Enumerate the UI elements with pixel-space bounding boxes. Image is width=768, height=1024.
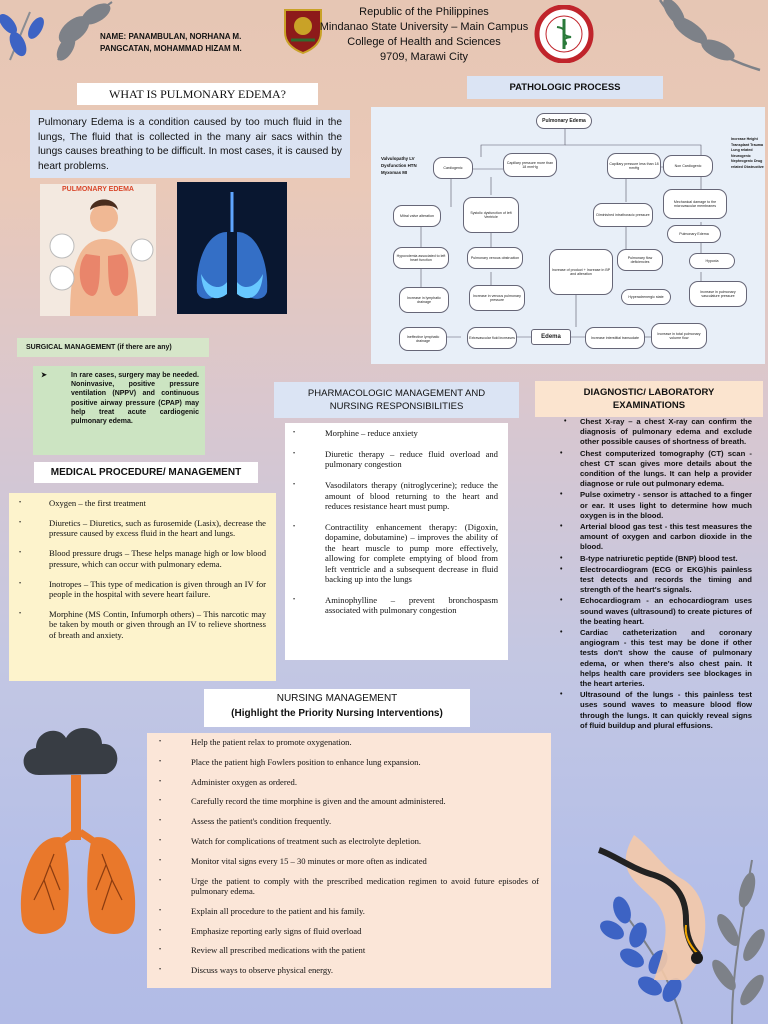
college-seal-logo bbox=[534, 5, 594, 63]
nursing-item: Assess the patient's condition frequentl… bbox=[159, 816, 539, 827]
header-line-1: Republic of the Philippines bbox=[359, 6, 489, 18]
institution-header: Republic of the Philippines Mindanao Sta… bbox=[314, 5, 534, 65]
diagnostic-item: Echocardiogram - an echocardiogram uses … bbox=[556, 596, 752, 627]
medical-item: Inotropes – This type of medication is g… bbox=[19, 579, 266, 600]
diagnostic-box: Chest X-ray – a chest X-ray can confirm … bbox=[556, 417, 756, 847]
nursing-item: Monitor vital signs every 15 – 30 minute… bbox=[159, 856, 539, 867]
flow-node-dimin: Diminished intrathoracic pressure bbox=[593, 203, 653, 227]
diagnostic-item: Chest X-ray – a chest X-ray can confirm … bbox=[556, 417, 752, 448]
diagnostic-item: Electrocardiogram (ECG or EKG)his painle… bbox=[556, 565, 752, 596]
pharma-item: Morphine – reduce anxiety bbox=[293, 428, 498, 439]
name-line-1: NAME: PANAMBULAN, NORHANA M. bbox=[100, 32, 242, 41]
flow-node-mech: Mechanical damage to the microvascular m… bbox=[663, 189, 727, 219]
flow-node-totalflow: Increase in total pulmonary volume flow bbox=[651, 323, 707, 349]
header-line-2: Mindanao State University – Main Campus bbox=[319, 21, 529, 33]
pharma-item: Contractility enhancement therapy: (Digo… bbox=[293, 522, 498, 584]
flow-node-extravas: Extravascular fluid increases bbox=[467, 327, 517, 349]
decorative-leaves-top-left bbox=[0, 1, 113, 61]
nursing-item: Place the patient high Fowlers position … bbox=[159, 757, 539, 768]
pulmonary-edema-illustration: PULMONARY EDEMA bbox=[40, 184, 156, 316]
blue-lungs-xray-image bbox=[177, 182, 287, 314]
flow-node-systolic: Systolic dysfunction of left Ventricle bbox=[463, 197, 519, 233]
nursing-title-line-2: (Highlight the Priority Nursing Interven… bbox=[231, 707, 443, 719]
pharma-item: Diuretic therapy – reduce fluid overload… bbox=[293, 449, 498, 470]
nursing-item: Carefully record the time morphine is gi… bbox=[159, 796, 539, 807]
definition-text: Pulmonary Edema is a condition caused by… bbox=[30, 110, 350, 178]
nursing-item: Help the patient relax to promote oxygen… bbox=[159, 737, 539, 748]
pharma-item: Aminophylline – prevent bronchospasm ass… bbox=[293, 595, 498, 616]
nursing-item: Administer oxygen as ordered. bbox=[159, 777, 539, 788]
person-lungs-icon bbox=[49, 199, 154, 316]
flow-node-interst: Increase interstitial transudate bbox=[585, 327, 645, 349]
nursing-item: Review all prescribed medications with t… bbox=[159, 945, 539, 956]
nursing-management-title: NURSING MANAGEMENT (Highlight the Priori… bbox=[204, 689, 470, 727]
surgical-management-box: ➤ In rare cases, surgery may be needed. … bbox=[33, 366, 205, 455]
lungs-with-cloud-illustration bbox=[20, 727, 136, 934]
nursing-management-box: Help the patient relax to promote oxygen… bbox=[147, 733, 551, 988]
pathologic-flowchart: Pulmonary Edema Valvulopathy LV Dysfunct… bbox=[371, 107, 765, 364]
flow-node-venous: Pulmonary venous obstruction bbox=[467, 247, 523, 269]
pharmacologic-title: PHARMACOLOGIC MANAGEMENT AND NURSING RES… bbox=[274, 382, 519, 418]
flow-node-lymph: Increase in lymphatic drainage bbox=[399, 287, 449, 313]
medical-procedure-title: MEDICAL PROCEDURE/ MANAGEMENT bbox=[34, 462, 258, 483]
nursing-item: Watch for complications of treatment suc… bbox=[159, 836, 539, 847]
definition-title: WHAT IS PULMONARY EDEMA? bbox=[77, 83, 318, 105]
flow-causes: Valvulopathy LV Dysfunction HTN Myxomas … bbox=[381, 156, 417, 175]
flow-node-cardiogenic: Cardiogenic bbox=[433, 157, 473, 179]
surgical-management-text: In rare cases, surgery may be needed. No… bbox=[71, 372, 199, 426]
diagnostic-item: Ultrasound of the lungs - this painless … bbox=[556, 690, 752, 731]
nursing-item: Discuss ways to observe physical energy. bbox=[159, 965, 539, 976]
name-line-2: PANGCATAN, MOHAMMAD HIZAM M. bbox=[100, 43, 242, 53]
illustration-caption: PULMONARY EDEMA bbox=[62, 186, 134, 193]
diagnostic-item: B-type natriuretic peptide (BNP) blood t… bbox=[556, 554, 752, 564]
flow-node-edema: Edema bbox=[531, 329, 571, 345]
diagnostic-item: Cardiac catheterization and coronary ang… bbox=[556, 628, 752, 689]
flow-node-noncardiogenic: Non Cardiogenic bbox=[663, 155, 713, 177]
flow-node-hypo: Hypovolemia associated to left heart fun… bbox=[393, 247, 449, 269]
flow-node-ineff: Ineffective lymphatic drainage bbox=[399, 327, 447, 351]
flow-node-vasc: Increase in pulmonary vasculature pressu… bbox=[689, 281, 747, 307]
flow-node-root: Pulmonary Edema bbox=[536, 113, 592, 129]
flow-node-flowdef: Pulmonary flow deficiencies bbox=[617, 249, 663, 271]
nursing-item: Emphasize reporting early signs of fluid… bbox=[159, 926, 539, 937]
diagnostic-title: DIAGNOSTIC/ LABORATORY EXAMINATIONS bbox=[535, 381, 763, 417]
arrow-bullet-icon: ➤ bbox=[41, 372, 47, 379]
flow-noncardio-causes: Increase Height Transplant Trauma Lung r… bbox=[731, 137, 764, 169]
flow-node-cap-less: Capillary pressure less than 18 mmHg bbox=[607, 153, 661, 179]
nursing-item: Urge the patient to comply with the pres… bbox=[159, 876, 539, 897]
flow-node-mitral: Mitral valve alteration bbox=[393, 205, 441, 227]
pharmacologic-box: Morphine – reduce anxiety Diuretic thera… bbox=[285, 423, 508, 660]
medical-item: Diuretics – Diuretics, such as furosemid… bbox=[19, 518, 266, 539]
nursing-item: Explain all procedure to the patient and… bbox=[159, 906, 539, 917]
medical-procedure-box: Oxygen – the first treatment Diuretics –… bbox=[9, 493, 276, 681]
nursing-title-line-1: NURSING MANAGEMENT bbox=[276, 693, 398, 704]
flow-node-hyperadr: Hyperadrenergic state bbox=[621, 289, 671, 305]
pharma-item: Vasodilators therapy (nitroglycerine); r… bbox=[293, 480, 498, 511]
flow-node-pulm-edema: Pulmonary Edema bbox=[667, 225, 721, 243]
medical-item: Morphine (MS Contin, Infumorph others) –… bbox=[19, 609, 266, 640]
medical-item: Blood pressure drugs – These helps manag… bbox=[19, 548, 266, 569]
flow-node-hypoxia: Hypoxia bbox=[689, 253, 735, 269]
diagnostic-item: Chest computerized tomography (CT) scan … bbox=[556, 449, 752, 490]
decorative-leaves-bottom-right bbox=[600, 859, 765, 1024]
header-line-3: College of Health and Sciences bbox=[347, 36, 501, 48]
flow-node-product: Increase of product + Increase in BP and… bbox=[549, 249, 613, 295]
decorative-leaves-top-right bbox=[658, 0, 761, 72]
flow-node-venp: Increase in venous pulmonary pressure bbox=[469, 285, 525, 311]
student-names: NAME: PANAMBULAN, NORHANA M. PANGCATAN, … bbox=[100, 31, 242, 54]
header-line-4: 9709, Marawi City bbox=[379, 51, 469, 63]
surgical-management-title: SURGICAL MANAGEMENT (if there are any) bbox=[17, 338, 209, 357]
lung-ultrasound-illustration bbox=[597, 835, 706, 980]
diagnostic-item: Arterial blood gas test - this test meas… bbox=[556, 522, 752, 553]
medical-item: Oxygen – the first treatment bbox=[19, 498, 266, 509]
university-seal-logo bbox=[284, 9, 322, 54]
diagnostic-item: Pulse oximetry - sensor is attached to a… bbox=[556, 490, 752, 521]
flow-node-cap-more: Capillary pressure more than 18 mmHg bbox=[503, 153, 557, 177]
pathologic-process-title: PATHOLOGIC PROCESS bbox=[467, 76, 663, 99]
